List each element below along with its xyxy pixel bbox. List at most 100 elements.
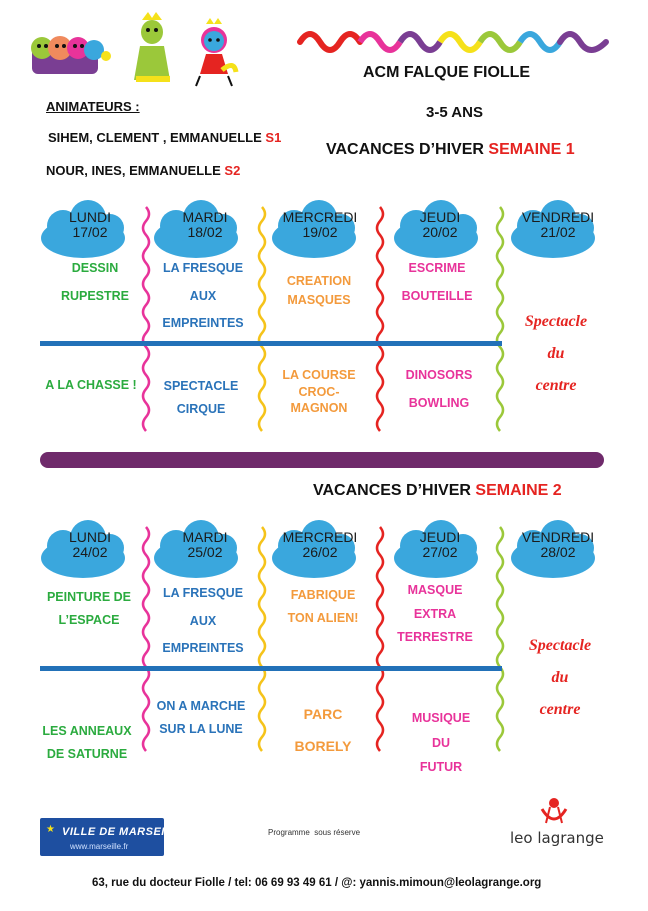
week2-am-lundi: PEINTURE DE L’ESPACE bbox=[34, 591, 144, 626]
week-separator-bar bbox=[40, 452, 604, 468]
activity-line: TERRESTRE bbox=[397, 630, 473, 644]
activity-line: ON A MARCHE bbox=[156, 699, 246, 713]
week1-title-text: VACANCES D’HIVER bbox=[326, 141, 484, 158]
team1-line: SIHEM, CLEMENT , EMMANUELLE S1 bbox=[48, 130, 281, 145]
day-date: 20/02 bbox=[422, 224, 458, 241]
leo-lagrange-emblem-icon bbox=[540, 798, 568, 824]
activity-line: MASQUES bbox=[287, 292, 351, 307]
day-name: JEUDI bbox=[419, 529, 461, 545]
activity-line: SUR LA LUNE bbox=[159, 721, 243, 736]
week2-pm-lundi: LES ANNEAUX DE SATURNE bbox=[32, 725, 142, 760]
week2-pm-mardi: ON A MARCHE SUR LA LUNE bbox=[146, 700, 256, 735]
week1-am-lundi: DESSIN RUPESTRE bbox=[40, 262, 150, 302]
rainbow-wave-decoration bbox=[297, 31, 609, 53]
day-name: MARDI bbox=[182, 209, 228, 225]
activity-line: ESCRIME bbox=[408, 261, 466, 275]
marseille-logo-url: www.marseille.fr bbox=[70, 842, 129, 851]
day-name: MERCREDI bbox=[282, 209, 358, 225]
activity-line: MAGNON bbox=[290, 401, 348, 415]
week1-tag: SEMAINE 1 bbox=[488, 141, 575, 158]
activity-line: LA FRESQUE bbox=[162, 586, 244, 600]
activity-line: DU bbox=[431, 735, 451, 750]
team1-tag: S1 bbox=[265, 130, 282, 145]
activity-line: BOWLING bbox=[408, 395, 470, 410]
week1-pm-mercredi: LA COURSE CROC- MAGNON bbox=[264, 369, 374, 415]
week1-day-vendredi: VENDREDI 21/02 bbox=[513, 209, 603, 241]
day-date: 21/02 bbox=[540, 224, 576, 241]
activity-line: EMPREINTES bbox=[162, 316, 244, 330]
week1-day-mardi: MARDI 18/02 bbox=[163, 209, 247, 241]
week1-pm-mardi: SPECTACLE CIRQUE bbox=[146, 380, 256, 415]
spectacle-line: Spectacle bbox=[524, 313, 588, 330]
week2-am-mercredi: FABRIQUE TON ALIEN! bbox=[268, 589, 378, 624]
page-title: ACM FALQUE FIOLLE bbox=[363, 64, 531, 81]
week2-friday-show: Spectacle du centre bbox=[510, 630, 610, 726]
activity-line: LA COURSE bbox=[282, 368, 356, 382]
week1-pm-jeudi: DINOSORS BOWLING bbox=[384, 369, 494, 409]
week2-pm-mercredi: PARC BORELY bbox=[268, 707, 378, 753]
team2-line: NOUR, INES, EMMANUELLE S2 bbox=[46, 163, 240, 178]
activity-line: AUX bbox=[189, 288, 217, 303]
week1-am-mardi: LA FRESQUE AUX EMPREINTES bbox=[148, 262, 258, 330]
girl-character-icon bbox=[195, 18, 239, 87]
week2-title-text: VACANCES D’HIVER bbox=[313, 482, 471, 499]
activity-line: CREATION bbox=[286, 274, 352, 288]
spectacle-line: du bbox=[551, 669, 569, 686]
activity-line: FUTUR bbox=[419, 760, 463, 774]
day-date: 28/02 bbox=[540, 544, 576, 561]
day-date: 26/02 bbox=[302, 544, 338, 561]
team2-names: NOUR, INES, EMMANUELLE bbox=[46, 163, 221, 178]
activity-line: BOUTEILLE bbox=[401, 288, 473, 303]
activity-line: SPECTACLE bbox=[163, 379, 239, 393]
monster-group-icon bbox=[31, 36, 111, 74]
star-icon: ★ bbox=[46, 824, 55, 835]
team1-names: SIHEM, CLEMENT , EMMANUELLE bbox=[48, 130, 262, 145]
activity-line: DE SATURNE bbox=[46, 746, 128, 761]
week1-title: VACANCES D’HIVER SEMAINE 1 bbox=[326, 141, 575, 159]
week2-day-vendredi: VENDREDI 28/02 bbox=[513, 529, 603, 561]
activity-line: CROC- bbox=[298, 384, 340, 399]
activity-line: EMPREINTES bbox=[162, 641, 244, 655]
team2-tag: S2 bbox=[224, 163, 241, 178]
week2-divider-line bbox=[40, 666, 502, 671]
week1-day-lundi: LUNDI 17/02 bbox=[48, 209, 132, 241]
king-character-icon bbox=[134, 12, 170, 82]
week1-day-mercredi: MERCREDI 19/02 bbox=[275, 209, 365, 241]
week1-divider-line bbox=[40, 341, 502, 346]
program-note: Programme sous réserve bbox=[268, 828, 361, 837]
day-name: JEUDI bbox=[419, 209, 461, 225]
day-name: LUNDI bbox=[68, 529, 111, 545]
activity-line: FABRIQUE bbox=[290, 588, 356, 602]
cartoon-characters-decoration bbox=[31, 12, 239, 87]
week2-day-mercredi: MERCREDI 26/02 bbox=[275, 529, 365, 561]
day-date: 27/02 bbox=[422, 544, 458, 561]
activity-line: TON ALIEN! bbox=[287, 610, 359, 625]
day-date: 25/02 bbox=[187, 544, 223, 561]
age-range: 3-5 ANS bbox=[426, 104, 483, 121]
activity-line: A LA CHASSE ! bbox=[45, 378, 137, 392]
activity-line: PEINTURE DE bbox=[46, 590, 132, 604]
week2-day-lundi: LUNDI 24/02 bbox=[48, 529, 132, 561]
spectacle-line: centre bbox=[535, 377, 577, 394]
activity-line: EXTRA bbox=[413, 606, 457, 621]
activity-line: BORELY bbox=[294, 738, 352, 754]
day-date: 17/02 bbox=[72, 224, 108, 241]
day-date: 24/02 bbox=[72, 544, 108, 561]
spectacle-line: Spectacle bbox=[528, 637, 592, 654]
week2-am-mardi: LA FRESQUE AUX EMPREINTES bbox=[148, 587, 258, 655]
contact-line: 63, rue du docteur Fiolle / tel: 06 69 9… bbox=[92, 877, 542, 889]
activity-line: PARC bbox=[303, 706, 343, 722]
week2-day-mardi: MARDI 25/02 bbox=[163, 529, 247, 561]
week2-tag: SEMAINE 2 bbox=[475, 482, 562, 499]
week1-am-jeudi: ESCRIME BOUTEILLE bbox=[382, 262, 492, 302]
day-name: VENDREDI bbox=[521, 209, 595, 225]
week1-friday-show: Spectacle du centre bbox=[506, 306, 606, 402]
week2-am-jeudi: MASQUE EXTRA TERRESTRE bbox=[380, 584, 490, 644]
day-date: 18/02 bbox=[187, 224, 223, 241]
activity-line: LES ANNEAUX bbox=[42, 724, 132, 738]
activity-line: CIRQUE bbox=[176, 401, 226, 416]
activity-line: RUPESTRE bbox=[60, 288, 130, 303]
day-name: VENDREDI bbox=[521, 529, 595, 545]
spectacle-line: du bbox=[547, 345, 565, 362]
day-date: 19/02 bbox=[302, 224, 338, 241]
